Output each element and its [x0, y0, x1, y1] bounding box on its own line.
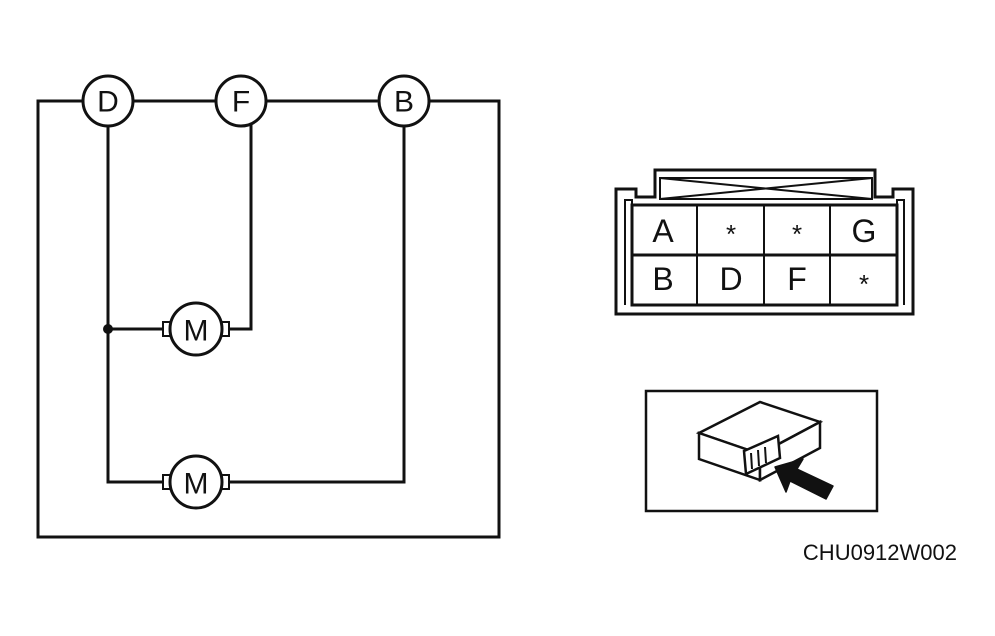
motor-lower: M: [162, 454, 230, 510]
node-d: D: [81, 74, 135, 128]
pin-label: D: [719, 261, 742, 297]
motor-lower-label: M: [184, 468, 209, 501]
motor-upper: M: [162, 301, 230, 357]
motor-upper-label: M: [184, 315, 209, 348]
socket-slot-1: [750, 452, 753, 470]
outer-loop-wire: [36, 99, 501, 539]
pin-label: G: [852, 213, 877, 249]
node-f: F: [214, 74, 268, 128]
module-side-face: [758, 419, 822, 483]
pin-label: *: [859, 269, 869, 299]
connector-latch: [659, 177, 873, 200]
junction-dot: [103, 324, 113, 334]
node-d-label: D: [97, 86, 119, 119]
circuit-schematic: D F B M M: [36, 74, 501, 539]
pin-label: A: [652, 213, 674, 249]
node-b-label: B: [394, 86, 414, 119]
node-b: B: [377, 74, 431, 128]
module-socket: [742, 434, 782, 476]
socket-slot-2: [757, 449, 760, 467]
pin-label: *: [792, 219, 802, 249]
wire-f-vertical: [224, 124, 253, 331]
wire-d-vertical: [106, 124, 168, 484]
connector-locator-illustration: [644, 389, 879, 513]
latch-cross-2: [659, 177, 873, 200]
pin-label: *: [726, 219, 736, 249]
pin-label: F: [787, 261, 807, 297]
node-f-label: F: [232, 86, 250, 119]
reference-code: CHU0912W002: [803, 540, 957, 565]
wire-b-vertical: [224, 124, 406, 484]
pointer-arrow-icon: [774, 458, 834, 500]
connector-housing: [614, 168, 915, 316]
connector-face: A * * G B D F *: [614, 168, 915, 316]
socket-slot-3: [764, 446, 767, 464]
pin-label: B: [652, 261, 673, 297]
